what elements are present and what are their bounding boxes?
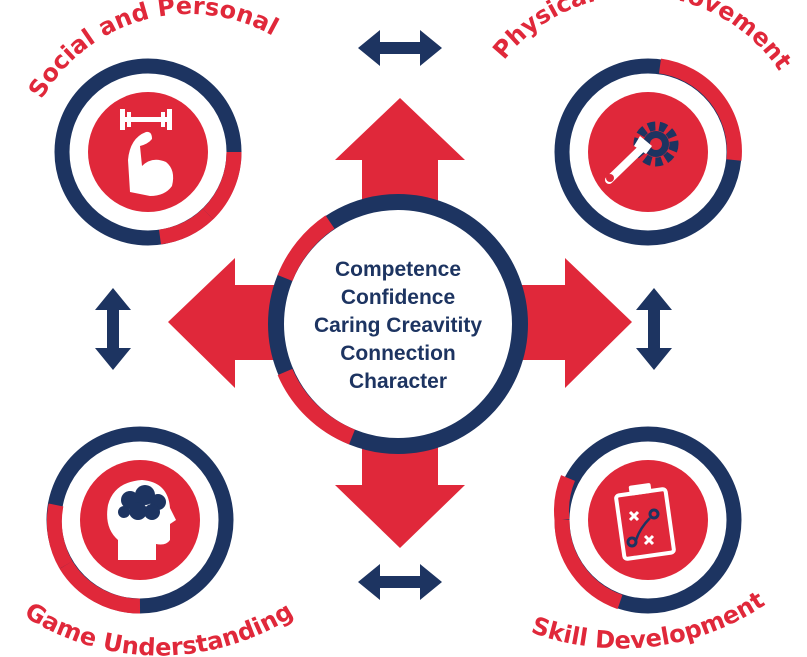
quadrant-game-understanding: Game Understanding: [20, 426, 298, 657]
double-arrow-bottom: [358, 564, 442, 600]
quadrant-label-social-personal: Social and Personal: [23, 0, 283, 103]
quadrant-label-skill-development: Skill Development: [528, 586, 769, 655]
head-brain-icon: [107, 480, 176, 560]
quadrant-social-personal: Social and Personal: [23, 0, 283, 246]
double-arrow-top: [358, 30, 442, 66]
double-arrows: [95, 30, 672, 600]
center-line-3: Caring Creavitity: [314, 314, 482, 337]
flexed-arm-dumbbell-icon: [120, 109, 174, 196]
center-line-4: Connection: [340, 342, 456, 365]
double-arrow-right: [636, 288, 672, 370]
svg-text:Skill Development: Skill Development: [528, 586, 769, 655]
arrow-down: [335, 420, 465, 548]
center-cross-arrows: [168, 98, 632, 548]
center-line-5: Character: [349, 370, 447, 393]
arrow-up: [335, 98, 465, 215]
svg-text:Social and Personal: Social and Personal: [23, 0, 283, 103]
center-circle: Competence Confidence Caring Creavitity …: [268, 194, 528, 454]
quadrant-skill-development: Skill Development: [528, 426, 769, 655]
center-line-2: Confidence: [341, 286, 455, 309]
quadrant-physical-movement: Physical and Movement: [487, 0, 797, 246]
double-arrow-left: [95, 288, 131, 370]
gear-wrench-icon: [605, 121, 679, 184]
arrow-right: [510, 258, 632, 388]
center-line-1: Competence: [335, 258, 461, 281]
clipboard-play-icon: [614, 483, 676, 561]
arrow-left: [168, 258, 290, 388]
